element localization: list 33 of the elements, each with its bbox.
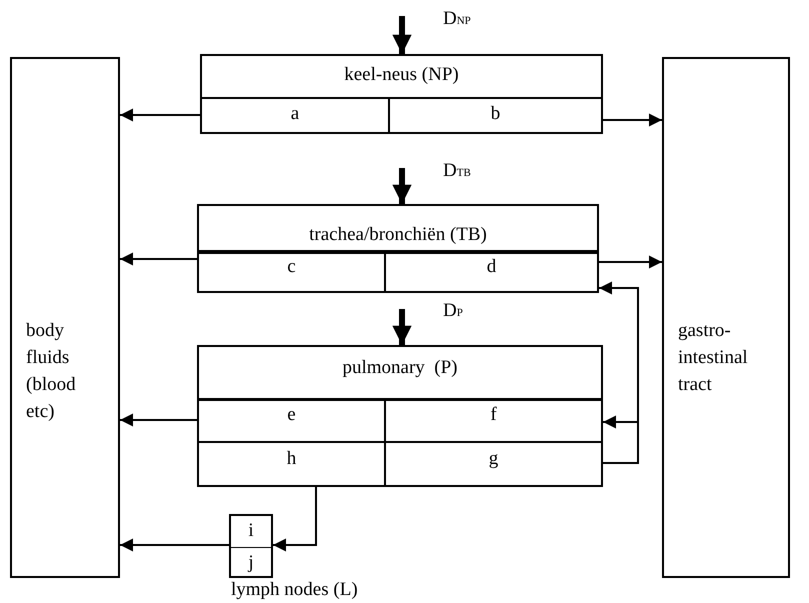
arrow (603, 416, 639, 464)
arrow (392, 16, 412, 54)
region-heading: pulmonary (P) (341, 357, 459, 379)
lymph-caption: lymph nodes (L) (231, 579, 358, 601)
compartment-letter: g (488, 448, 500, 470)
lymph-node-box (229, 514, 273, 578)
compartment-letter: e (286, 404, 297, 426)
arrow (273, 487, 317, 552)
compartment-letter: h (286, 448, 298, 470)
arrow (120, 252, 197, 266)
compartment-label: body fluids (blood etc) (26, 319, 77, 424)
arrow (120, 538, 229, 552)
region-box (197, 204, 599, 293)
region-heading: trachea/bronchiën (TB) (308, 224, 488, 246)
region-box (200, 54, 603, 134)
compartment-letter: f (489, 404, 498, 426)
compartment-letter: d (486, 256, 498, 278)
compartment-box (662, 57, 790, 578)
compartment-letter: a (290, 103, 300, 125)
arrow (392, 168, 412, 204)
arrow (599, 256, 662, 268)
region-heading: keel-neus (NP) (343, 64, 460, 86)
arrow (392, 309, 412, 345)
arrow (603, 114, 662, 126)
compartment-box (10, 57, 120, 578)
region-box (197, 345, 603, 487)
compartment-letter: j (246, 552, 255, 574)
compartment-letter: b (490, 103, 502, 125)
compartment-label: gastro-intestinal tract (678, 319, 749, 397)
arrow (120, 108, 200, 122)
arrow (120, 414, 197, 426)
compartment-letter: i (247, 520, 255, 542)
compartment-letter: c (286, 256, 297, 278)
